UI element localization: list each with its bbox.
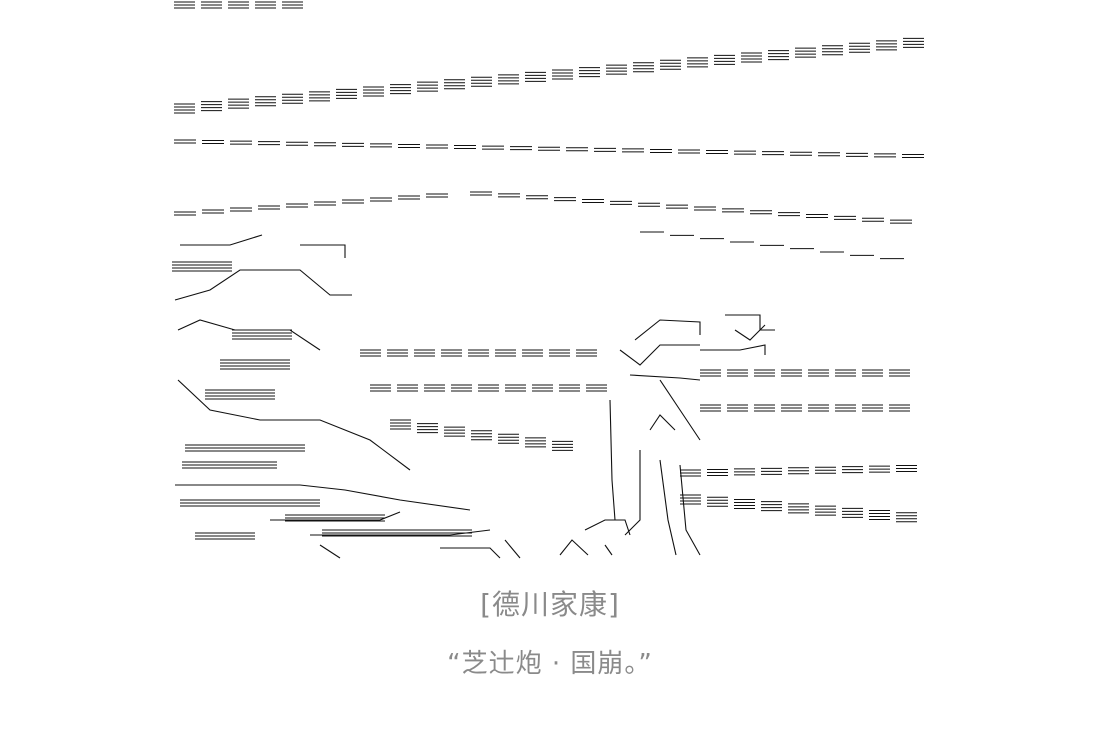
leg-outline <box>175 484 471 511</box>
quote-caption: “芝辻炮 · 国崩。” <box>447 649 653 679</box>
foot-stroke <box>319 544 341 559</box>
hat-brim <box>634 319 701 341</box>
belt-knot <box>649 414 676 431</box>
helmet-crest <box>180 234 263 246</box>
rear-leg-2 <box>679 464 701 556</box>
front-leg <box>609 399 616 521</box>
stirrup-outline <box>270 511 401 521</box>
torso-outline <box>177 379 411 471</box>
feet <box>584 519 631 536</box>
boot-outline <box>310 529 491 536</box>
rear-leg <box>659 459 677 556</box>
arm-outline <box>177 319 321 351</box>
collar <box>619 344 700 366</box>
cannon-leg <box>504 539 521 559</box>
character-name-caption: [德川家康] <box>480 588 620 621</box>
ground-mark <box>559 539 589 556</box>
cannon-smoke-streaks <box>174 1 924 523</box>
helmet-horn <box>300 244 346 258</box>
middle-leg <box>624 450 641 536</box>
ground-mark-2 <box>604 544 613 556</box>
cannon-gunner-figure <box>559 314 775 556</box>
cannon-base <box>440 547 501 559</box>
shoulder-line <box>629 374 701 381</box>
shoulder-outline <box>174 269 352 301</box>
hat-tassel <box>734 324 766 341</box>
ieyasu-figure <box>172 234 521 559</box>
arm-raised <box>700 344 766 355</box>
hat-top <box>725 314 775 331</box>
back-line <box>659 379 701 441</box>
